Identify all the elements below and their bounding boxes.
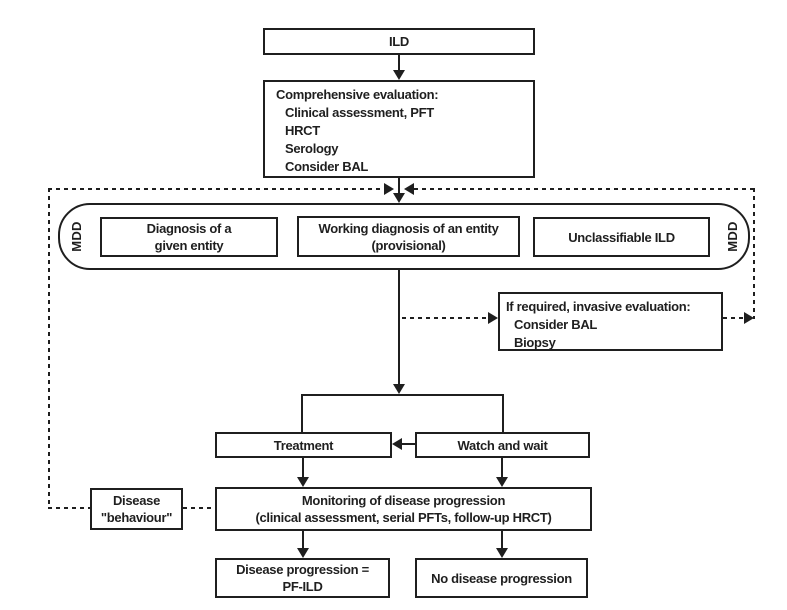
invasive-box: If required, invasive evaluation: Consid… <box>498 292 723 351</box>
connector-ild-to-evaluation <box>398 55 400 71</box>
diagnosis-given-line2: given entity <box>154 238 224 253</box>
evaluation-item: Serology <box>285 141 339 156</box>
connector-evaluation-to-mdd <box>398 178 400 194</box>
arrowhead-into-invasive <box>488 312 498 324</box>
treatment-box: Treatment <box>215 432 392 458</box>
unclassifiable-box: Unclassifiable ILD <box>533 217 710 257</box>
disease-progression-box: Disease progression = PF-ILD <box>215 558 390 598</box>
treatment-label: Treatment <box>273 437 334 453</box>
split-drop-treatment <box>301 396 303 432</box>
connector-monitoring-to-progression <box>302 531 304 549</box>
working-diagnosis-box: Working diagnosis of an entity (provisio… <box>297 216 520 257</box>
feedback-arrowhead-left-into-junction <box>384 183 394 195</box>
ild-label: ILD <box>388 34 410 49</box>
evaluation-item: HRCT <box>285 123 320 138</box>
evaluation-box: Comprehensive evaluation: Clinical asses… <box>263 80 535 178</box>
arrowhead-treatment-to-monitoring <box>297 477 309 487</box>
feedback-dash-top-left <box>48 188 384 190</box>
mdd-label-right: MDD <box>724 221 740 252</box>
mdd-label-right-wrap: MDD <box>714 203 750 270</box>
arrowhead-invasive-to-feedback <box>744 312 754 324</box>
arrowhead-watch-to-monitoring <box>496 477 508 487</box>
unclassifiable-label: Unclassifiable ILD <box>568 229 675 245</box>
disease-behaviour-line1: Disease <box>112 493 161 508</box>
no-progression-box: No disease progression <box>415 558 588 598</box>
monitoring-line2: (clinical assessment, serial PFTs, follo… <box>255 510 552 525</box>
connector-monitoring-to-no-progression <box>501 531 503 549</box>
working-diagnosis-line2: (provisional) <box>371 237 446 253</box>
connector-treatment-to-monitoring <box>302 458 304 478</box>
ild-box: ILD <box>263 28 535 55</box>
diagnosis-given-line1: Diagnosis of a <box>146 221 232 236</box>
feedback-dash-right-vertical <box>753 188 755 319</box>
dash-feedback-to-behaviour <box>48 507 90 509</box>
feedback-dash-left-vertical <box>48 188 50 508</box>
dash-central-to-invasive <box>402 317 488 319</box>
evaluation-item: Consider BAL <box>285 159 369 174</box>
disease-progression-line2: PF-ILD <box>282 579 323 594</box>
invasive-item: Biopsy <box>514 335 556 350</box>
feedback-dash-top-right <box>414 188 755 190</box>
invasive-title: If required, invasive evaluation: <box>506 299 691 314</box>
connector-watch-to-monitoring <box>501 458 503 478</box>
watch-and-wait-box: Watch and wait <box>415 432 590 458</box>
dash-invasive-to-feedback <box>723 317 745 319</box>
split-drop-watch <box>502 396 504 432</box>
watch-and-wait-label: Watch and wait <box>457 437 548 453</box>
invasive-item: Consider BAL <box>514 317 598 332</box>
evaluation-title: Comprehensive evaluation: <box>276 87 439 102</box>
evaluation-item: Clinical assessment, PFT <box>285 105 434 120</box>
working-diagnosis-line1: Working diagnosis of an entity <box>318 220 499 236</box>
diagnosis-given-box: Diagnosis of a given entity <box>100 217 278 257</box>
dash-behaviour-to-monitoring <box>183 507 215 509</box>
mdd-label-left-wrap: MDD <box>58 203 94 270</box>
disease-progression-line1: Disease progression = <box>236 562 369 577</box>
disease-behaviour-line2: "behaviour" <box>100 510 173 525</box>
monitoring-box: Monitoring of disease progression (clini… <box>215 487 592 531</box>
arrowhead-evaluation-to-mdd <box>393 193 405 203</box>
arrowhead-monitoring-to-progression <box>297 548 309 558</box>
arrowhead-mdd-to-split <box>393 384 405 394</box>
feedback-arrowhead-right-into-junction <box>404 183 414 195</box>
mdd-label-left: MDD <box>68 221 84 252</box>
connector-watch-to-treatment <box>402 443 415 445</box>
arrowhead-watch-to-treatment <box>392 438 402 450</box>
monitoring-line1: Monitoring of disease progression <box>301 493 506 508</box>
no-progression-label: No disease progression <box>431 570 572 586</box>
arrowhead-ild-to-evaluation <box>393 70 405 80</box>
split-bar <box>301 394 504 396</box>
disease-behaviour-box: Disease "behaviour" <box>90 488 183 530</box>
arrowhead-monitoring-to-no-progression <box>496 548 508 558</box>
connector-mdd-to-split <box>398 270 400 384</box>
